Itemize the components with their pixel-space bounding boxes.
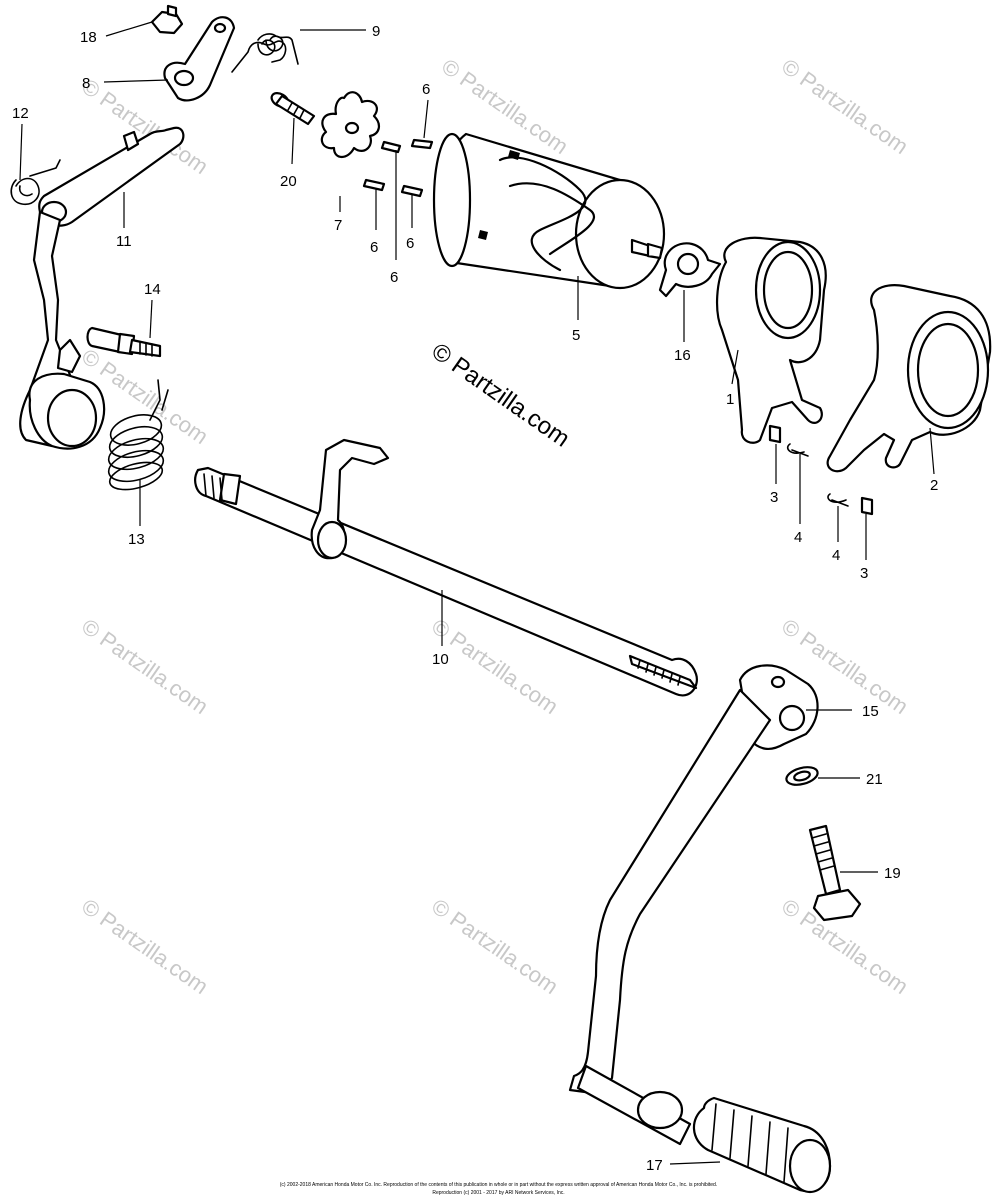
part-2-shift-fork[interactable] (826, 284, 992, 473)
part-8-plate[interactable] (163, 16, 236, 102)
callout-6: 6 (406, 235, 414, 252)
part-17-pedal-peg[interactable] (576, 1064, 832, 1194)
part-6-pins[interactable] (362, 138, 434, 198)
callout-16: 16 (674, 347, 691, 364)
callout-6: 6 (370, 239, 378, 256)
callout-5: 5 (572, 327, 580, 344)
shift-arm-lever[interactable] (19, 210, 106, 450)
callout-18: 18 (80, 29, 97, 46)
leader-lines (19, 21, 935, 1165)
part-19-bolt[interactable] (808, 824, 862, 922)
callout-12: 12 (12, 105, 29, 122)
callout-19: 19 (884, 865, 901, 882)
part-7-star-plate[interactable] (320, 91, 380, 159)
callout-20: 20 (280, 173, 297, 190)
part-16-washer[interactable] (658, 242, 722, 298)
watermark: © Partzilla.com (777, 54, 913, 160)
copyright-notice-ari: Reproduction (c) 2001 - 2017 by ARI Netw… (432, 1190, 565, 1196)
part-10-shift-shaft[interactable] (194, 438, 698, 697)
part-3-roller[interactable] (768, 424, 874, 516)
watermark: © Partzilla.com (77, 614, 213, 720)
watermark: © Partzilla.com (77, 894, 213, 1000)
part-4-clip[interactable] (786, 443, 849, 507)
callout-2: 2 (930, 477, 938, 494)
callout-6: 6 (422, 81, 430, 98)
callouts: 18 9 8 6 12 20 11 7 6 6 6 14 5 16 13 1 3… (12, 23, 938, 1174)
callout-21: 21 (866, 771, 883, 788)
callout-10: 10 (432, 651, 449, 668)
callout-13: 13 (128, 531, 145, 548)
callout-3: 3 (860, 565, 868, 582)
part-9-spring[interactable] (231, 33, 299, 73)
callout-4: 4 (832, 547, 840, 564)
part-15-pedal-arm[interactable] (568, 664, 819, 1096)
callout-9: 9 (372, 23, 380, 40)
callout-14: 14 (144, 281, 161, 298)
watermark-center: © Partzilla.com (427, 338, 575, 453)
callout-7: 7 (334, 217, 342, 234)
part-11-arm[interactable] (38, 126, 185, 227)
callout-4: 4 (794, 529, 802, 546)
copyright-notice: (c) 2002-2018 American Honda Motor Co. I… (279, 1182, 718, 1188)
part-1-shift-fork[interactable] (715, 236, 827, 444)
callout-3: 3 (770, 489, 778, 506)
part-14-pin[interactable] (86, 326, 162, 358)
watermark: © Partzilla.com (427, 894, 563, 1000)
part-18-bolt[interactable] (150, 4, 184, 35)
part-5-shift-drum[interactable] (432, 132, 666, 290)
part-20-screw[interactable] (269, 90, 316, 126)
callout-15: 15 (862, 703, 879, 720)
callout-1: 1 (726, 391, 734, 408)
part-13-spring[interactable] (105, 379, 169, 495)
callout-8: 8 (82, 75, 90, 92)
callout-11: 11 (116, 233, 132, 250)
part-12-clip[interactable] (10, 159, 61, 206)
callout-17: 17 (646, 1157, 663, 1174)
part-21-washer[interactable] (784, 764, 819, 788)
callout-6: 6 (390, 269, 398, 286)
